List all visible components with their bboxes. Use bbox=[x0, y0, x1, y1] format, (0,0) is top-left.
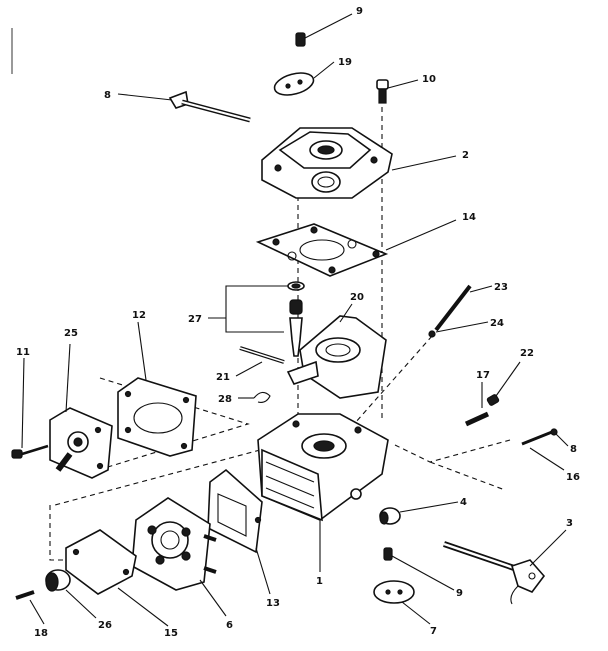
callout-28: 28 bbox=[218, 394, 232, 405]
gasket-12 bbox=[117, 321, 197, 457]
pin-21 bbox=[235, 346, 285, 377]
callout-6: 6 bbox=[226, 620, 233, 631]
cap-26 bbox=[45, 569, 97, 619]
upper-body-2 bbox=[261, 127, 457, 199]
fitting-25 bbox=[49, 343, 113, 479]
callout-8-top: 8 bbox=[104, 90, 111, 101]
screw-22 bbox=[486, 361, 521, 406]
callout-9-top: 9 bbox=[356, 6, 363, 17]
gasket-13 bbox=[207, 468, 271, 595]
callout-10: 10 bbox=[422, 74, 436, 85]
screw-18 bbox=[15, 590, 45, 625]
screw-9-bottom bbox=[383, 547, 455, 591]
plate-19 bbox=[273, 61, 335, 96]
callout-3: 3 bbox=[566, 518, 573, 529]
spring-17 bbox=[464, 382, 490, 427]
chamber-20 bbox=[286, 303, 387, 399]
plug-4 bbox=[379, 501, 459, 525]
gasket-14 bbox=[255, 219, 457, 277]
callout-4: 4 bbox=[460, 497, 467, 508]
pump-body-6 bbox=[131, 497, 227, 617]
callout-20: 20 bbox=[350, 292, 364, 303]
callout-21: 21 bbox=[216, 372, 230, 383]
screw-9-top bbox=[295, 13, 353, 47]
shaft-3 bbox=[443, 529, 567, 605]
callout-labels: 9 19 10 8 2 14 23 20 27 24 25 12 11 22 2… bbox=[16, 6, 580, 639]
callout-8-right: 8 bbox=[570, 444, 577, 455]
plate-7 bbox=[373, 580, 431, 625]
callout-17: 17 bbox=[476, 370, 490, 381]
callout-19: 19 bbox=[338, 57, 352, 68]
clip-28 bbox=[238, 391, 271, 403]
callout-24: 24 bbox=[490, 318, 504, 329]
callout-15: 15 bbox=[164, 628, 178, 639]
callout-25: 25 bbox=[64, 328, 78, 339]
diaphragm-15 bbox=[65, 529, 169, 627]
callout-12: 12 bbox=[132, 310, 146, 321]
screw-10 bbox=[376, 79, 419, 104]
callout-13: 13 bbox=[266, 598, 280, 609]
shaft-8-top bbox=[117, 90, 251, 123]
screw-11 bbox=[11, 357, 49, 459]
callout-16: 16 bbox=[566, 472, 580, 483]
leader-16 bbox=[529, 447, 565, 471]
callout-27: 27 bbox=[188, 314, 202, 325]
callout-2: 2 bbox=[462, 150, 469, 161]
callout-18: 18 bbox=[34, 628, 48, 639]
main-body-1 bbox=[257, 413, 389, 572]
callout-7: 7 bbox=[430, 626, 437, 637]
pin-24 bbox=[428, 321, 489, 338]
callout-23: 23 bbox=[494, 282, 508, 293]
callout-11: 11 bbox=[16, 347, 30, 358]
spring-23 bbox=[434, 284, 493, 332]
needle-assembly-27 bbox=[208, 281, 305, 357]
callout-26: 26 bbox=[98, 620, 112, 631]
callout-22: 22 bbox=[520, 348, 534, 359]
screw-8-right bbox=[521, 428, 569, 447]
callout-9-bottom: 9 bbox=[456, 588, 463, 599]
callout-14: 14 bbox=[462, 212, 476, 223]
callout-1: 1 bbox=[316, 576, 323, 587]
